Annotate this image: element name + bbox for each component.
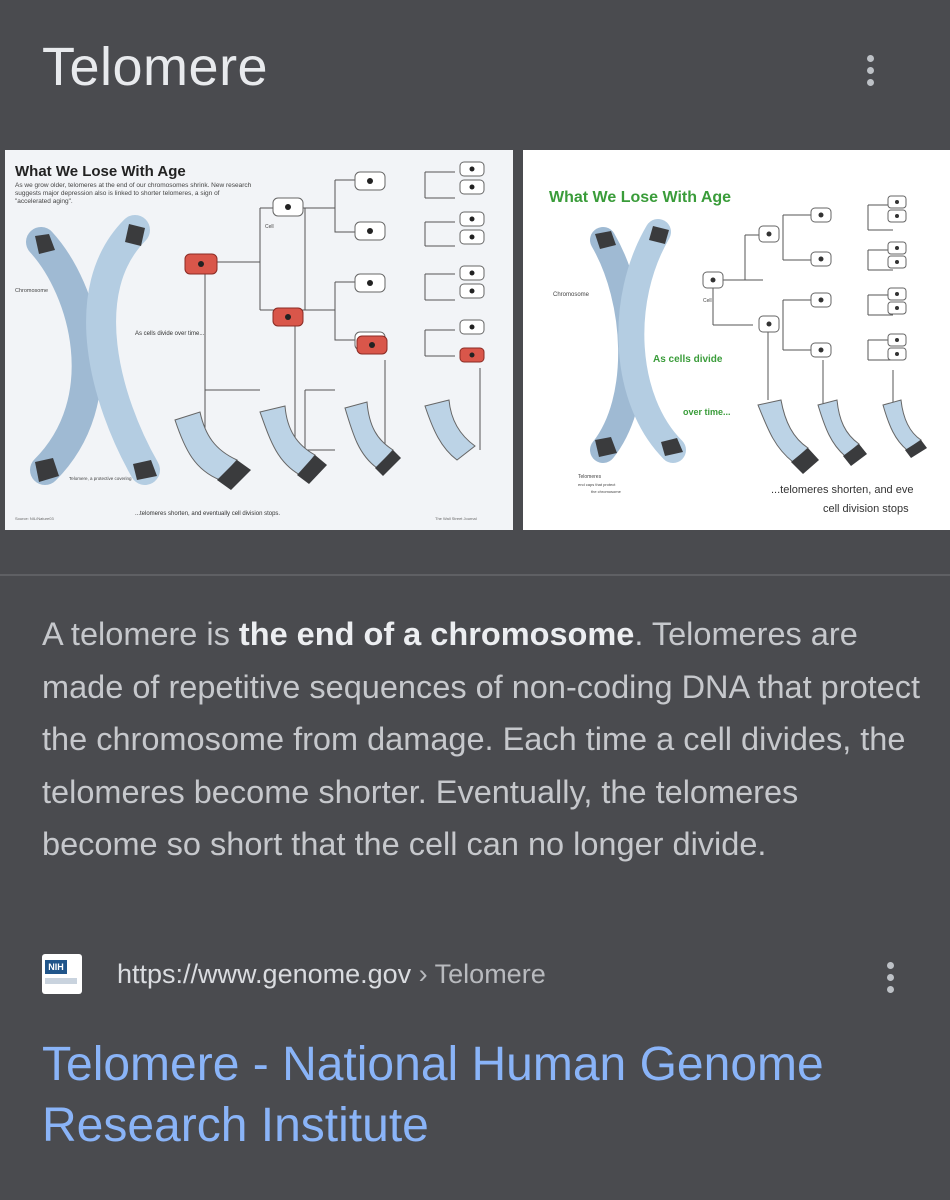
cell-label: Cell <box>703 298 712 304</box>
telomere-diagram-1: What We Lose With Age As we grow older, … <box>5 150 513 530</box>
divide-label-2: over time... <box>683 407 731 417</box>
source-label: Source: NIL/Nature03 <box>15 516 54 521</box>
telomere-label-2: end caps that protect <box>578 482 616 487</box>
bottom-label-1: ...telomeres shorten, and eve <box>771 484 913 496</box>
divide-label-1: As cells divide <box>653 354 723 365</box>
source-breadcrumb: › Telomere <box>411 959 546 989</box>
bottom-label: ...telomeres shorten, and eventually cel… <box>135 511 280 517</box>
image-carousel[interactable]: What We Lose With Age As we grow older, … <box>0 150 950 532</box>
description-snippet: A telomere is the end of a chromosome. T… <box>42 608 922 871</box>
image-thumbnail-1[interactable]: What We Lose With Age As we grow older, … <box>5 150 513 530</box>
credit-label: The Wall Street Journal <box>435 516 477 521</box>
divide-label: As cells divide over time... <box>135 331 205 337</box>
chromosome-label: Chromosome <box>553 292 590 298</box>
source-url[interactable]: https://www.genome.gov › Telomere <box>117 954 546 994</box>
diagram-heading: What We Lose With Age <box>15 163 186 180</box>
description-highlight: the end of a chromosome <box>238 616 635 652</box>
chromosome-label: Chromosome <box>15 288 48 294</box>
result-more-options-icon[interactable] <box>880 962 900 998</box>
description-post: . Telomeres are made of repetitive seque… <box>42 616 921 862</box>
nih-favicon-icon: NIH <box>42 954 82 994</box>
telomere-label-3: the chromosome <box>591 489 622 494</box>
telomere-label: Telomere, a protective covering <box>69 476 132 481</box>
source-row[interactable]: NIH https://www.genome.gov › Telomere <box>42 950 942 1000</box>
bottom-label-2: cell division stops <box>823 503 909 515</box>
image-thumbnail-2[interactable]: What We Lose With Age Chromosome As cell… <box>523 150 950 530</box>
knowledge-panel-header: Telomere <box>0 0 950 140</box>
diagram-heading: What We Lose With Age <box>549 189 731 206</box>
page-title: Telomere <box>42 37 269 97</box>
cell-label: Cell <box>265 224 274 230</box>
source-domain: https://www.genome.gov <box>117 959 412 989</box>
telomere-label-1: Telomeres <box>578 474 602 480</box>
more-options-icon[interactable] <box>858 55 882 91</box>
diagram-caption: As we grow older, telomeres at the end o… <box>15 182 252 205</box>
section-divider <box>0 574 950 576</box>
telomere-diagram-2: What We Lose With Age Chromosome As cell… <box>523 150 950 530</box>
result-title-link[interactable]: Telomere - National Human Genome Researc… <box>42 1038 824 1152</box>
description-pre: A telomere is <box>42 616 239 652</box>
